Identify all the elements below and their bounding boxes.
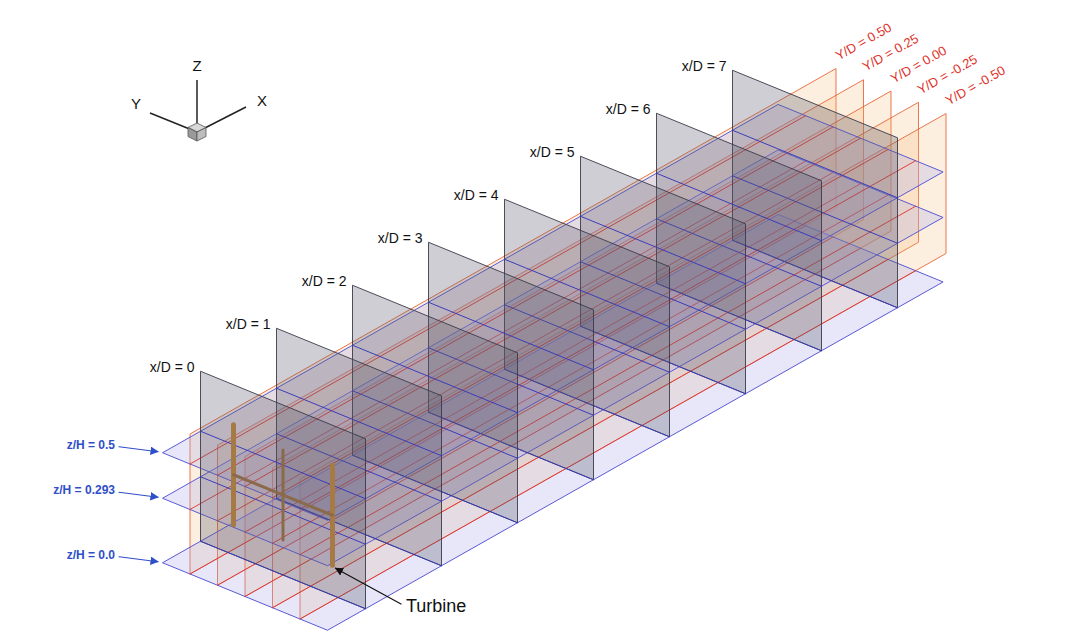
plane-position-label: x/D = 6 — [606, 101, 651, 117]
axis-label: Y — [131, 95, 141, 112]
leader-arrow — [119, 492, 158, 497]
turbine-label: Turbine — [406, 596, 466, 617]
x-plane — [201, 371, 366, 609]
plane-intersection — [201, 541, 366, 609]
plane-position-label: x/D = 3 — [378, 230, 423, 246]
z-plane-label: z/H = 0.0 — [67, 549, 115, 563]
z-plane-label: z/H = 0.293 — [53, 484, 115, 498]
plane-position-label: x/D = 2 — [302, 273, 347, 289]
planes-group — [119, 69, 946, 631]
plane-position-label: x/D = 4 — [454, 187, 499, 203]
axis-compass — [150, 80, 246, 141]
leader-arrow — [119, 447, 158, 452]
plane-position-label: x/D = 1 — [226, 316, 271, 332]
plane-position-label: x/D = 5 — [530, 144, 575, 160]
leader-arrow — [119, 557, 158, 562]
plane-position-label: x/D = 0 — [150, 359, 195, 375]
z-plane-label: z/H = 0.5 — [67, 439, 115, 453]
turbine-strut — [234, 475, 333, 516]
axis-label: Z — [192, 57, 201, 74]
compass-cube — [197, 128, 206, 142]
leader-arrow — [336, 568, 402, 604]
compass-cube — [188, 128, 197, 142]
plane-position-label: x/D = 7 — [682, 58, 727, 74]
axis-label: X — [257, 92, 267, 109]
